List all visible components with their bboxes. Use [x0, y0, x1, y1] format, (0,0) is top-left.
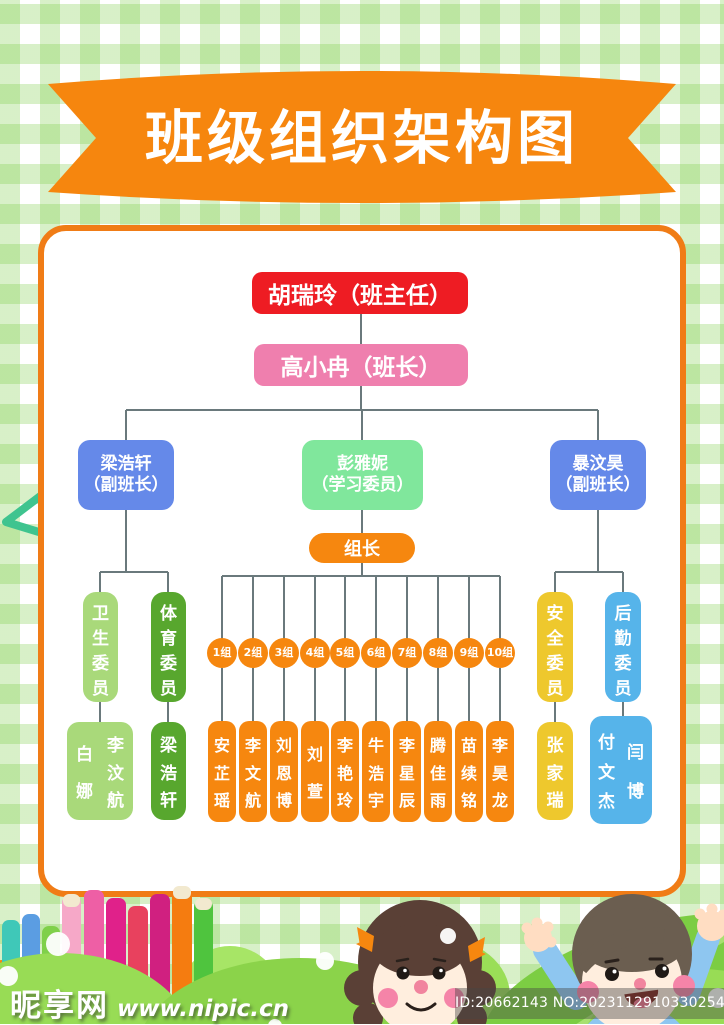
member-name: 闫博 [621, 723, 650, 817]
node-safety-committee: 安全委员 [537, 592, 573, 702]
node-group-leader-label: 组长 [344, 535, 380, 561]
group-badge-2: 2组 [238, 638, 268, 668]
group-member-9: 苗续铭 [455, 721, 483, 822]
logistics-members: 付文杰 闫博 [590, 716, 652, 824]
sports-member: 梁浩轩 [151, 722, 186, 820]
node-group-leader: 组长 [309, 533, 415, 563]
group-member-1: 安芷瑶 [208, 721, 236, 822]
node-hygiene-committee: 卫生委员 [83, 592, 118, 702]
group-member-5: 李艳玲 [331, 721, 359, 822]
node-class-monitor-label: 高小冉（班长） [281, 348, 442, 382]
node-role: （副班长） [84, 475, 169, 496]
node-name: 梁浩轩 [101, 454, 152, 475]
image-id-watermark: ID:20662143 NO:20231129103302544108 [455, 988, 724, 1019]
member-name: 李汶航 [100, 729, 131, 813]
group-badge-5: 5组 [330, 638, 360, 668]
site-watermark: 昵享网 www.nipic.cn [10, 980, 289, 1025]
node-name: 暴汶昊 [573, 454, 624, 475]
group-badge-8: 8组 [423, 638, 453, 668]
group-badge-7: 7组 [392, 638, 422, 668]
group-member-10: 李昊龙 [486, 721, 514, 822]
group-member-2: 李文航 [239, 721, 267, 822]
hygiene-members: 白娜 李汶航 [67, 722, 133, 820]
group-member-7: 李星辰 [393, 721, 421, 822]
group-badge-3: 3组 [269, 638, 299, 668]
site-url: www.nipic.cn [117, 996, 289, 1022]
member-name: 白娜 [69, 729, 100, 813]
node-vice-monitor-right: 暴汶昊 （副班长） [550, 440, 646, 510]
group-badge-9: 9组 [454, 638, 484, 668]
group-badge-4: 4组 [300, 638, 330, 668]
group-member-4: 刘萱 [301, 721, 329, 822]
page-title: 班级组织架构图 [45, 72, 679, 194]
node-head-teacher-label: 胡瑞玲（班主任） [268, 276, 452, 310]
node-role: （副班长） [556, 475, 641, 496]
node-vice-monitor-left: 梁浩轩 （副班长） [78, 440, 174, 510]
member-name: 付文杰 [592, 723, 621, 817]
node-study-committee: 彭雅妮 （学习委员） [302, 440, 423, 510]
safety-member: 张家瑞 [537, 722, 573, 820]
node-role: （学习委员） [312, 475, 414, 496]
site-name: 昵享网 [10, 980, 109, 1025]
group-member-3: 刘恩博 [270, 721, 298, 822]
node-class-monitor: 高小冉（班长） [254, 344, 468, 386]
node-logistics-committee: 后勤委员 [605, 592, 641, 702]
node-name: 彭雅妮 [337, 454, 388, 475]
group-member-8: 腾佳雨 [424, 721, 452, 822]
node-sports-committee: 体育委员 [151, 592, 186, 702]
group-badge-10: 10组 [485, 638, 515, 668]
group-badge-1: 1组 [207, 638, 237, 668]
node-head-teacher: 胡瑞玲（班主任） [252, 272, 468, 314]
group-member-6: 牛浩宇 [362, 721, 390, 822]
group-badge-6: 6组 [361, 638, 391, 668]
